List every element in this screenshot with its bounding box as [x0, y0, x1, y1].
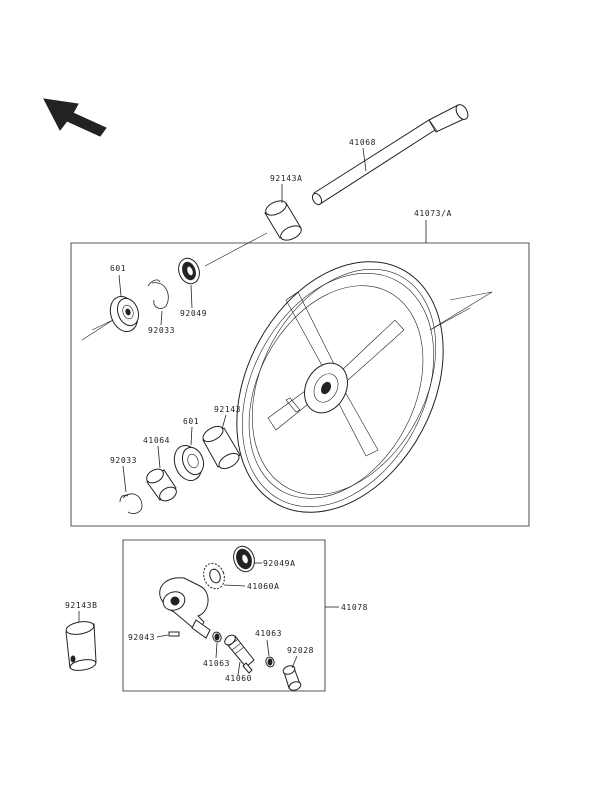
wheel-bearing-upper: [109, 296, 140, 332]
bushing: [282, 665, 302, 691]
wheel-bearing-lower: [173, 445, 205, 481]
label-bearing-lower: 601: [183, 417, 199, 426]
label-circlip-upper: 92033: [148, 326, 175, 335]
label-axle: 41068: [349, 138, 376, 147]
label-hub-ring: 41064: [143, 436, 170, 445]
label-collar-left: 92143B: [65, 601, 98, 610]
label-washer-left: 41063: [203, 659, 230, 668]
wheel-assembly-frame: [70, 242, 530, 527]
label-spacer: 92143: [214, 405, 241, 414]
speedometer-gear-frame: [122, 539, 326, 692]
axle-collar-top: [264, 200, 302, 241]
circlip-lower: [119, 493, 143, 514]
label-wheel: 41073/A: [414, 209, 452, 218]
pin: [168, 631, 180, 637]
label-collar-top: 92143A: [270, 174, 303, 183]
front-axle: [311, 104, 469, 206]
pinion-shaft: [224, 634, 255, 674]
oil-seal-upper: [178, 257, 200, 285]
front-wheel-rim: [236, 261, 444, 513]
label-circlip-lower: 92033: [110, 456, 137, 465]
washer-right: [265, 656, 275, 668]
axle-collar-left: [65, 621, 97, 671]
label-pin: 92043: [128, 633, 155, 642]
label-bushing: 92028: [287, 646, 314, 655]
wheel-spacer: [202, 425, 241, 470]
label-gear: 41060A: [247, 582, 280, 591]
speedometer-gear: [203, 562, 225, 590]
label-gearbox-assy: 41078: [341, 603, 368, 612]
label-bearing-upper: 601: [110, 264, 126, 273]
label-pinion: 41060: [225, 674, 252, 683]
label-seal-upper: 92049: [180, 309, 207, 318]
oil-seal-gear: [233, 545, 255, 573]
hub-ring: [146, 468, 177, 502]
label-seal-gear: 92049A: [263, 559, 296, 568]
gear-housing: [159, 577, 211, 639]
washer-left: [212, 631, 222, 643]
front-direction-arrow-icon: [43, 98, 107, 137]
label-washer-right: 41063: [255, 629, 282, 638]
circlip-upper: [147, 279, 169, 309]
